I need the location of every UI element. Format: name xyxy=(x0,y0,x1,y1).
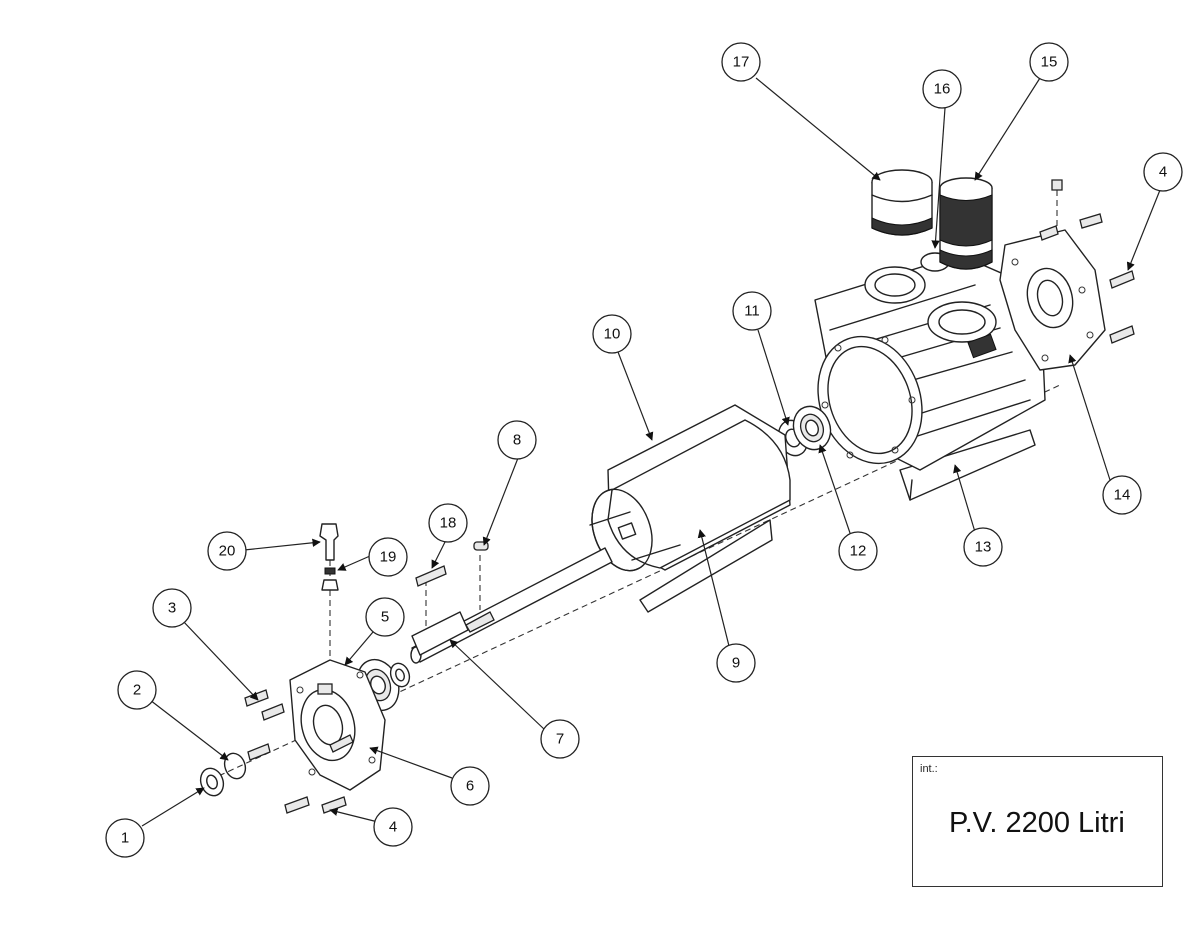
rear-screws xyxy=(1039,179,1135,344)
front-cover xyxy=(289,659,386,791)
callout-14-label: 14 xyxy=(1114,487,1131,504)
callout-3-label: 3 xyxy=(168,600,176,617)
callout-17-label: 17 xyxy=(733,54,750,71)
callout-7: 7 xyxy=(540,719,580,759)
title-block: int.: P.V. 2200 Litri xyxy=(912,756,1163,887)
title-block-label: int.: xyxy=(920,763,938,775)
callout-14: 14 xyxy=(1102,475,1142,515)
key-18 xyxy=(415,565,447,587)
callout-15-label: 15 xyxy=(1041,54,1058,71)
callout-5-label: 5 xyxy=(381,609,389,626)
callout-4-front: 4 xyxy=(373,807,413,847)
callout-19: 19 xyxy=(368,537,408,577)
callout-1-label: 1 xyxy=(121,830,129,847)
callout-10-label: 10 xyxy=(604,326,621,343)
callout-19-label: 19 xyxy=(380,549,397,566)
callout-3: 3 xyxy=(152,588,192,628)
sleeve-17 xyxy=(871,169,933,236)
callout-11: 11 xyxy=(732,291,772,331)
callout-10: 10 xyxy=(592,314,632,354)
grease-fitting xyxy=(319,523,339,591)
callout-6: 6 xyxy=(450,766,490,806)
callout-11-label: 11 xyxy=(744,303,760,320)
key-8 xyxy=(473,541,489,551)
callout-20-label: 20 xyxy=(219,543,236,560)
callout-20: 20 xyxy=(207,531,247,571)
title-block-title: P.V. 2200 Litri xyxy=(949,807,1125,839)
callout-4-front-label: 4 xyxy=(389,819,397,836)
rotor-vanes xyxy=(589,404,791,613)
front-screws xyxy=(244,689,347,814)
callout-4-rear: 4 xyxy=(1143,152,1183,192)
callout-12-label: 12 xyxy=(850,543,867,560)
sleeve-15 xyxy=(939,177,993,270)
circlip xyxy=(223,752,247,780)
callout-16: 16 xyxy=(922,69,962,109)
callout-18-label: 18 xyxy=(440,515,457,532)
callout-17: 17 xyxy=(721,42,761,82)
callout-13-label: 13 xyxy=(975,539,992,556)
callout-18: 18 xyxy=(428,503,468,543)
callout-15: 15 xyxy=(1029,42,1069,82)
leaders xyxy=(141,77,1161,827)
bearing-12 xyxy=(792,405,832,451)
callout-5: 5 xyxy=(365,597,405,637)
callout-9-label: 9 xyxy=(732,655,740,672)
rear-cover xyxy=(999,229,1106,371)
callout-12: 12 xyxy=(838,531,878,571)
callout-6-label: 6 xyxy=(466,778,474,795)
callout-9: 9 xyxy=(716,643,756,683)
shaft xyxy=(410,547,613,664)
callout-8: 8 xyxy=(497,420,537,460)
callout-8-label: 8 xyxy=(513,432,521,449)
callout-1: 1 xyxy=(105,818,145,858)
callout-2: 2 xyxy=(117,670,157,710)
callout-16-label: 16 xyxy=(934,81,951,98)
pump-body xyxy=(814,252,1046,501)
seal xyxy=(199,767,225,797)
callout-13: 13 xyxy=(963,527,1003,567)
callout-4-rear-label: 4 xyxy=(1159,164,1167,181)
callout-2-label: 2 xyxy=(133,682,141,699)
callout-7-label: 7 xyxy=(556,731,564,748)
